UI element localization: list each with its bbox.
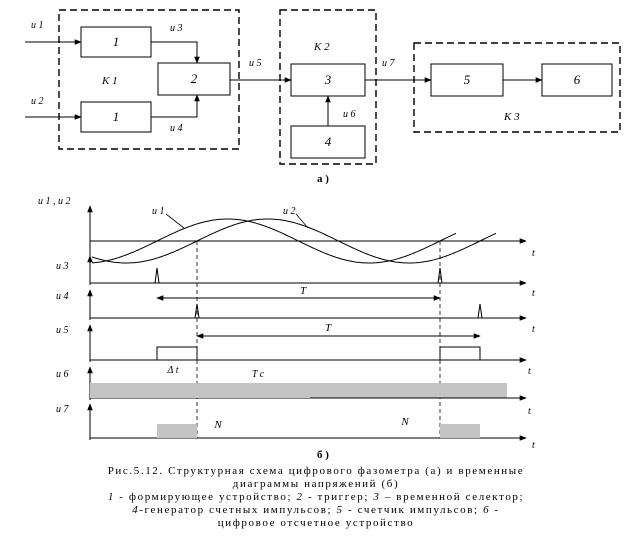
delta-t-label: Δ t — [167, 365, 179, 376]
part-b-label: б ) — [317, 449, 329, 461]
period-label-u3: T — [300, 285, 307, 297]
time-label-2: t — [532, 288, 535, 299]
pulse-u4-2 — [477, 303, 483, 319]
block-counter — [430, 63, 504, 97]
figure-caption: Рис.5.12. Структурная схема цифрового фа… — [0, 465, 632, 530]
block-display — [541, 63, 613, 97]
wave-u1 — [91, 218, 457, 264]
label-wave-u1: u 1 — [152, 206, 165, 217]
block-selector — [290, 63, 366, 97]
tc-label: T c — [252, 369, 265, 380]
caption-run: 3 — [373, 491, 381, 503]
caption-run: 1 — [107, 491, 115, 503]
group-k2-label: K 2 — [313, 41, 330, 53]
pulse-u3-2 — [437, 267, 443, 284]
pulse-u3-1 — [154, 267, 160, 284]
block-shaper-top-label: 1 — [113, 34, 120, 49]
signal-u7-label: u 7 — [382, 58, 396, 69]
block-diagram: 1 1 2 3 4 5 6 K 1 K 2 K 3 u 1 u 2 u 3 u … — [25, 9, 621, 185]
block-counter-label: 5 — [464, 72, 471, 87]
pulse-u5-2 — [439, 346, 481, 360]
signal-u3-label: u 3 — [170, 23, 183, 34]
n-label-2: N — [400, 416, 409, 428]
block-selector-label: 3 — [324, 72, 332, 87]
caption-run: - — [490, 504, 500, 516]
signal-u6-label: u 6 — [343, 109, 356, 120]
wave-u1-leader — [165, 213, 185, 229]
caption-run: 6 — [483, 504, 491, 516]
label-u3: u 3 — [56, 261, 69, 272]
caption-run: 5 — [336, 504, 344, 516]
caption-run: – временной селектор; — [380, 491, 525, 503]
label-u7: u 7 — [56, 404, 70, 415]
block-trigger — [157, 62, 231, 96]
caption-line-4: 4-генератор счетных импульсов; 5 - счетч… — [0, 504, 632, 517]
pulse-u4-1 — [194, 303, 200, 319]
pulse-u5-1 — [156, 346, 198, 360]
signal-u2-label: u 2 — [31, 96, 44, 107]
block-shaper-bottom-label: 1 — [113, 109, 120, 124]
wire-u4 — [151, 94, 200, 118]
pulse-train-u6 — [90, 383, 507, 398]
caption-run: - формирующее устройство; — [114, 491, 297, 503]
group-k1-frame — [58, 9, 240, 150]
block-trigger-label: 2 — [191, 71, 198, 86]
block-generator — [290, 125, 366, 159]
caption-run: -генератор счетных импульсов; — [139, 504, 337, 516]
caption-line-3: 1 - формирующее устройство; 2 - триггер;… — [0, 491, 632, 504]
caption-run: 2 — [296, 491, 304, 503]
group-k3-frame — [413, 42, 621, 133]
signal-u5-label: u 5 — [249, 58, 262, 69]
n-label-1: N — [213, 419, 222, 431]
label-u5: u 5 — [56, 325, 69, 336]
period-label-u4: T — [325, 322, 332, 334]
caption-run: - триггер; — [303, 491, 374, 503]
signal-u4-label: u 4 — [170, 123, 183, 134]
burst-u7-2 — [440, 424, 480, 438]
wave-u2 — [91, 218, 497, 264]
caption-run: - счетчик импульсов; — [343, 504, 484, 516]
time-label-4: t — [528, 366, 531, 377]
burst-u7-1 — [157, 424, 197, 438]
time-label-6: t — [532, 440, 535, 451]
label-u6: u 6 — [56, 369, 69, 380]
timing-diagrams: u 1 , u 2 u 1 u 2 u 3 u 4 u 5 u 6 u 7 t … — [38, 196, 535, 461]
label-wave-u2: u 2 — [283, 206, 296, 217]
part-a-label: а ) — [317, 173, 329, 185]
time-label-1: t — [532, 248, 535, 259]
signal-u1-label: u 1 — [31, 20, 44, 31]
caption-line-1: Рис.5.12. Структурная схема цифрового фа… — [107, 465, 525, 477]
block-display-label: 6 — [574, 72, 581, 87]
group-k2-frame — [279, 9, 377, 165]
caption-run: 4 — [132, 504, 140, 516]
group-k1-label: K 1 — [101, 75, 118, 87]
label-u1u2: u 1 , u 2 — [38, 196, 71, 207]
caption-line-5: цифровое отсчетное устройство — [217, 517, 415, 529]
label-u4: u 4 — [56, 291, 69, 302]
block-generator-label: 4 — [325, 134, 332, 149]
wire-u3 — [151, 41, 200, 64]
time-label-3: t — [532, 324, 535, 335]
group-k3-label: K 3 — [503, 111, 520, 123]
wave-u2-leader — [295, 213, 309, 229]
caption-line-2: диаграммы напряжений (б) — [232, 478, 400, 490]
time-label-5: t — [528, 406, 531, 417]
